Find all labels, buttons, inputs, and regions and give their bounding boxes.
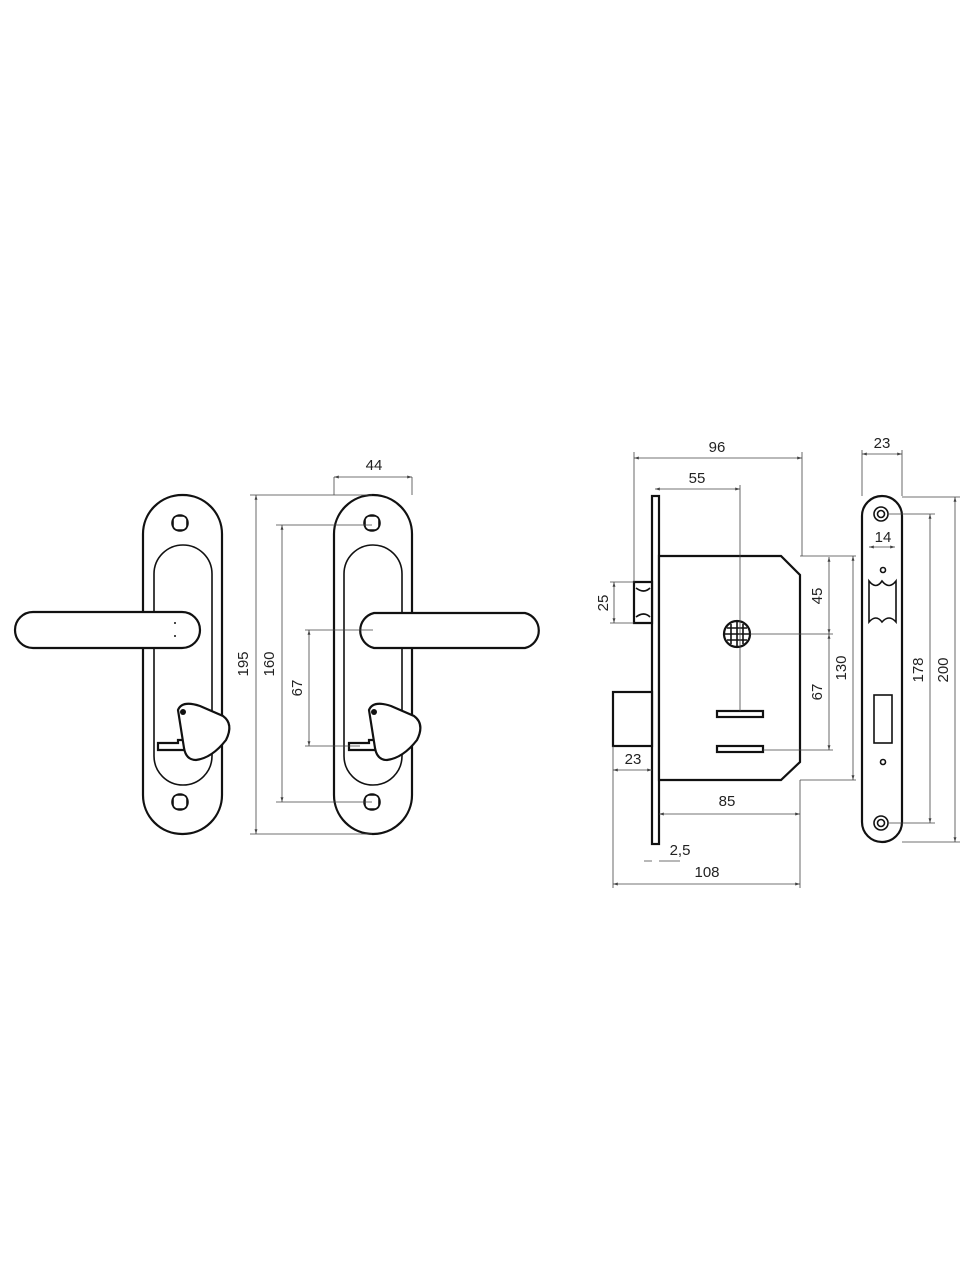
dim-total-depth: 108 <box>694 864 719 881</box>
handle-plate-right <box>332 493 540 836</box>
dim-spindle-to-key: 67 <box>809 684 826 701</box>
dim-backset: 55 <box>689 470 706 487</box>
dim-width: 44 <box>366 457 383 474</box>
dim-lever-to-turn: 67 <box>289 680 306 697</box>
handle-plate-left <box>13 493 231 836</box>
dim-bolt-throw: 23 <box>625 751 642 768</box>
dim-body-depth: 85 <box>719 793 736 810</box>
dim-latch-height: 25 <box>595 595 612 612</box>
dim-faceplate: 2,5 <box>670 842 691 859</box>
strike-dimensions: 23 14 178 200 <box>861 435 960 843</box>
dim-latch-to-spindle: 45 <box>809 588 826 605</box>
handle-dimensions: 44 195 160 67 <box>235 457 413 835</box>
dim-strike-screw-spacing: 178 <box>910 657 927 682</box>
dim-opening-width: 14 <box>875 529 892 546</box>
dim-case-depth: 96 <box>709 439 726 456</box>
dim-height: 195 <box>235 651 252 676</box>
strike-plate <box>860 494 904 844</box>
dim-strike-height: 200 <box>935 657 952 682</box>
dim-case-height: 130 <box>833 655 850 680</box>
mortise-lock-body <box>611 494 802 846</box>
lock-dimensions: 96 55 25 45 67 130 23 85 2,5 108 <box>595 439 856 888</box>
dim-screw-spacing: 160 <box>261 651 278 676</box>
dim-strike-width: 23 <box>874 435 891 452</box>
